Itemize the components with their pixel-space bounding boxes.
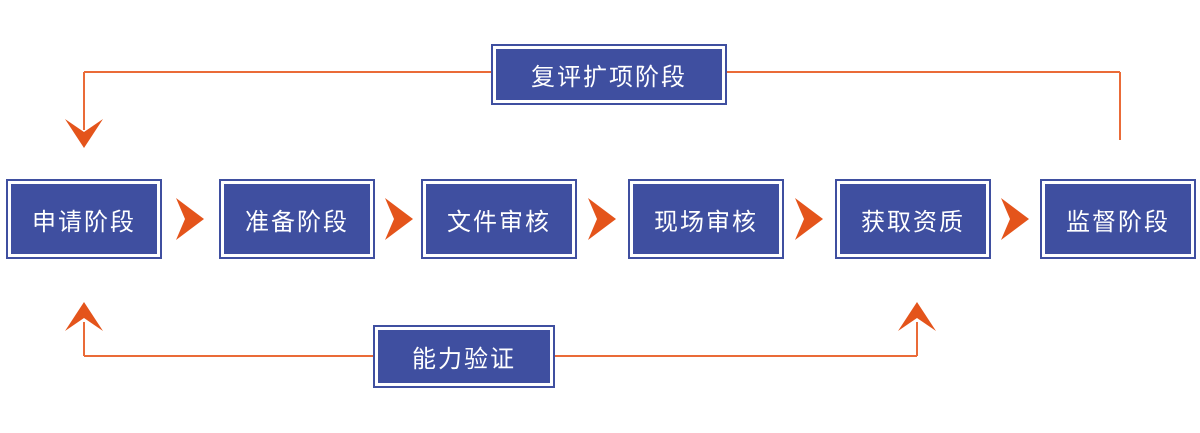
chevron-right-icon: [1001, 198, 1029, 240]
flow-box-label: 复评扩项阶段: [531, 64, 687, 91]
chevron-right-icon: [176, 198, 204, 240]
flow-box-apply-stage: 申请阶段: [6, 179, 162, 259]
chevron-right-icon: [795, 198, 823, 240]
chevron-right-icon: [385, 198, 413, 240]
arrow-up-icon: [65, 302, 103, 331]
flow-box-prepare-stage: 准备阶段: [219, 179, 375, 259]
flow-box-label: 能力验证: [412, 346, 516, 373]
flow-box-label: 准备阶段: [245, 208, 349, 236]
flow-box-proficiency-testing: 能力验证: [373, 325, 555, 388]
arrow-up-icon: [898, 302, 936, 331]
flow-box-label: 获取资质: [861, 208, 965, 236]
flow-box-supervision-stage: 监督阶段: [1040, 179, 1196, 259]
flow-box-reevaluation-expansion-stage: 复评扩项阶段: [491, 44, 727, 105]
flow-box-onsite-review: 现场审核: [628, 179, 784, 259]
flow-box-document-review: 文件审核: [421, 179, 577, 259]
flow-box-label: 申请阶段: [32, 208, 136, 236]
flow-box-label: 监督阶段: [1066, 208, 1170, 236]
arrow-down-icon: [65, 119, 103, 148]
flow-box-label: 文件审核: [447, 208, 551, 236]
flow-box-label: 现场审核: [654, 208, 758, 236]
chevron-right-icon: [588, 198, 616, 240]
flow-box-obtain-qualification: 获取资质: [835, 179, 991, 259]
